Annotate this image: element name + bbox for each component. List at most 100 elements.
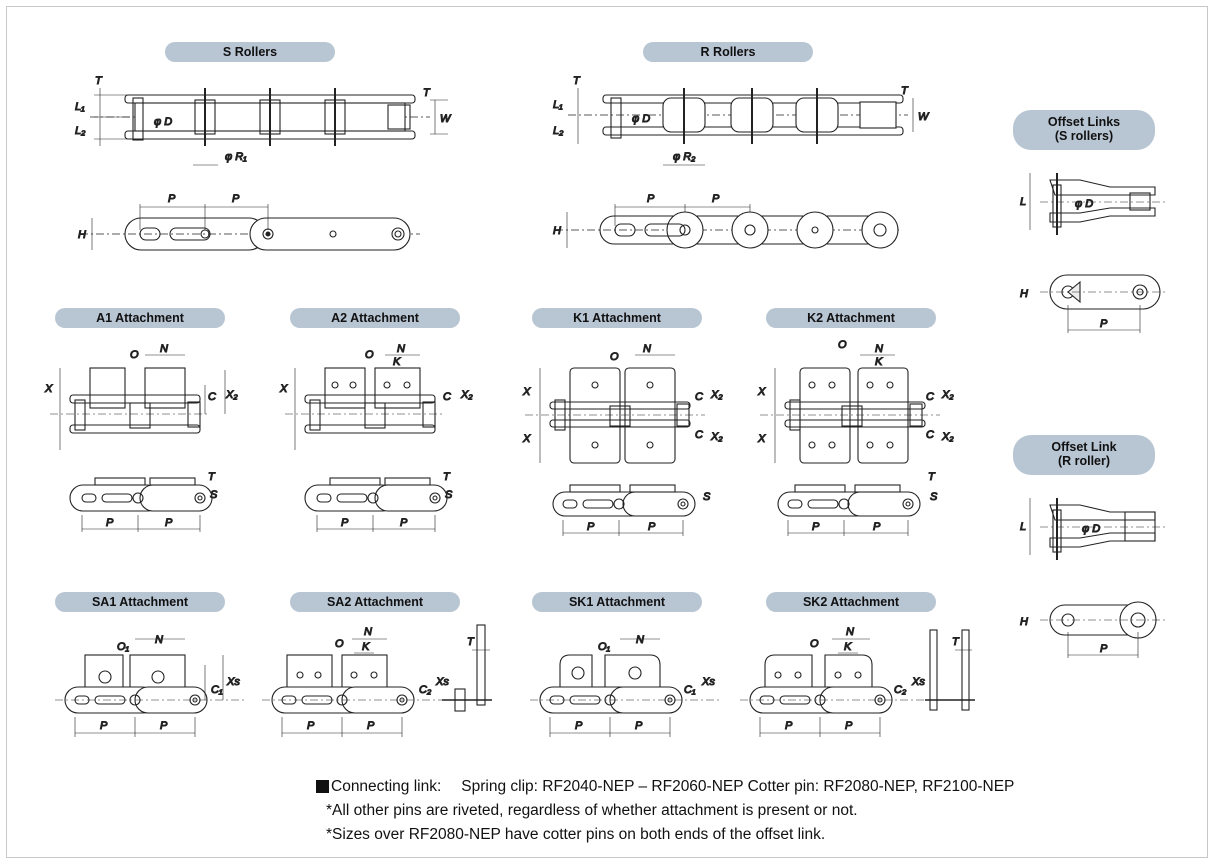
dim-n: N [643,343,651,355]
section-label-r-rollers: R Rollers [643,42,813,62]
a1-attachment-drawing: X O N C X₂ P P T S [43,342,239,532]
section-label-a2: A2 Attachment [290,308,460,328]
dim-c: C [208,391,216,403]
dim-p2: P [232,193,240,205]
s-rollers-side-view: P P H [77,192,420,251]
dim-h: H [553,225,561,237]
section-label-k2: K2 Attachment [766,308,936,328]
k2-attachment-drawing: X X O N K C X₂ C X₂ P P T S [756,338,955,536]
dim-n: N [397,343,405,355]
dim-l: L [1020,521,1026,533]
dim-p: P [1100,318,1108,330]
sa2-attachment-drawing: O N K C₂ Xs P P T [262,624,492,737]
dim-c1: C₁ [211,684,223,696]
section-label-a1: A1 Attachment [55,308,225,328]
dim-xs: Xs [701,676,715,688]
dim-n: N [636,634,644,646]
dim-x-top: X [757,386,766,398]
dim-o: O [365,349,374,361]
dim-x2-bottom: X₂ [941,431,954,443]
dim-x-top: X [522,386,531,398]
sk2-attachment-drawing: O N K C₂ Xs P P T [740,625,975,737]
dim-c-top: C [695,391,703,403]
dim-t: T [208,471,216,483]
dim-k: K [393,356,401,368]
r-rollers-side-view: P P H [552,192,900,249]
dim-phi-r1: φ R₁ [225,151,247,163]
dim-p2: P [367,720,375,732]
offset-links-s-line2: (S rollers) [1054,129,1114,143]
dim-s: S [930,491,938,503]
offset-link-r-line2: (R roller) [1057,454,1111,468]
dim-n: N [875,343,883,355]
dim-l1: L₁ [75,101,85,113]
dim-t-right: T [423,87,431,99]
square-bullet-icon [316,780,329,793]
dim-k: K [362,641,370,653]
dim-p2: P [165,517,173,529]
page-frame [6,6,1208,858]
dim-o: O [810,638,819,650]
dim-k: K [844,641,852,653]
dim-n: N [846,626,854,638]
dim-c-bottom: C [695,429,703,441]
dim-o: O [335,638,344,650]
dim-p1: P [812,521,820,533]
dim-w: W [918,111,930,123]
dim-p2: P [712,193,720,205]
dim-o: O [838,339,847,351]
dim-h: H [1020,616,1028,628]
dim-p1: P [100,720,108,732]
dim-l: L [1020,196,1026,208]
dim-p2: P [648,521,656,533]
section-label-sk2: SK2 Attachment [766,592,936,612]
dim-c1: C₁ [684,684,696,696]
sa1-attachment-drawing: O₁ N C₁ Xs P P [55,633,245,737]
dim-w: W [440,113,452,125]
offset-link-s-drawing: L φ D H P [1019,173,1165,333]
dim-x2: X₂ [225,389,238,401]
dim-n: N [160,343,168,355]
dim-c2: C₂ [894,684,907,696]
dim-n: N [364,626,372,638]
dim-p2: P [400,517,408,529]
section-label-sk1: SK1 Attachment [532,592,702,612]
dim-c-bottom: C [926,429,934,441]
dim-x2-top: X₂ [710,389,723,401]
section-label-s-rollers: S Rollers [165,42,335,62]
dim-p2: P [873,521,881,533]
dim-x-bottom: X [757,433,766,445]
dim-phi-d: φ D [1075,198,1093,210]
dim-p2: P [845,720,853,732]
offset-link-r-drawing: L φ D H P [1019,498,1165,658]
dim-t: T [952,636,960,648]
s-rollers-top-view: T L₁ L₂ φ D W T φ R₁ [74,74,453,166]
section-label-offset-link-r: Offset Link (R roller) [1013,435,1155,475]
dim-phi-d: φ D [154,116,172,128]
dim-c-top: C [926,391,934,403]
dim-phi-d: φ D [1082,523,1100,535]
dim-t: T [95,75,103,87]
section-label-sa1: SA1 Attachment [55,592,225,612]
dim-o: O [610,351,619,363]
dim-p1: P [647,193,655,205]
dim-l2: L₂ [553,125,564,137]
dim-o: O [130,349,139,361]
dim-x: X [279,383,288,395]
dim-phi-r2: φ R₂ [673,151,696,163]
dim-o1: O₁ [117,641,130,653]
dim-p1: P [341,517,349,529]
dim-o1: O₁ [598,641,611,653]
k1-attachment-drawing: X X O N C X₂ C X₂ P P S [521,342,724,536]
dim-x-bottom: X [522,433,531,445]
note-riveted-pins: *All other pins are riveted, regardless … [326,802,858,819]
dim-x2-bottom: X₂ [710,431,723,443]
section-label-offset-links-s: Offset Links (S rollers) [1013,110,1155,150]
a2-attachment-drawing: X O N K C X₂ P P T S [278,342,474,532]
dim-c2: C₂ [419,684,432,696]
note-cotter-pins: *Sizes over RF2080-NEP have cotter pins … [326,826,826,843]
dim-c: C [443,391,451,403]
offset-link-r-line1: Offset Link [1051,440,1117,454]
r-rollers-top-view: T L₁ L₂ φ D W T φ R₂ [552,74,931,166]
dim-s: S [445,489,453,501]
